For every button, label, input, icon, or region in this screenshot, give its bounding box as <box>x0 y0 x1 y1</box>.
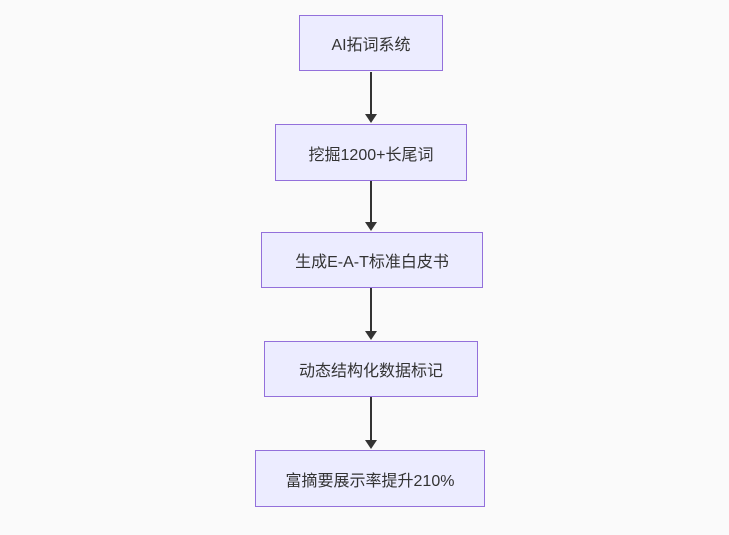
flowchart-arrow-3 <box>364 288 378 340</box>
node-label: 富摘要展示率提升210% <box>285 472 455 490</box>
flowchart-node-eat-whitepaper: 生成E-A-T标准白皮书 <box>261 232 483 288</box>
node-label: 生成E-A-T标准白皮书 <box>295 254 449 271</box>
arrow-line <box>370 397 372 440</box>
flowchart-node-longtail-keywords: 挖掘1200+长尾词 <box>275 124 467 181</box>
flowchart-arrow-4 <box>364 397 378 449</box>
node-label: 挖掘1200+长尾词 <box>308 146 434 164</box>
flowchart-arrow-1 <box>364 72 378 123</box>
arrow-head-icon <box>365 222 377 231</box>
node-label: 动态结构化数据标记 <box>298 363 443 380</box>
arrow-head-icon <box>365 331 377 340</box>
arrow-head-icon <box>365 114 377 123</box>
arrow-line <box>370 181 372 222</box>
arrow-line <box>370 72 372 114</box>
flowchart-node-structured-data-markup: 动态结构化数据标记 <box>264 341 478 397</box>
flowchart-arrow-2 <box>364 181 378 231</box>
node-label: AI拓词系统 <box>331 37 411 54</box>
arrow-head-icon <box>365 440 377 449</box>
flowchart-node-rich-snippet-rate: 富摘要展示率提升210% <box>255 450 485 507</box>
arrow-line <box>370 288 372 331</box>
flowchart-node-ai-word-expansion-system: AI拓词系统 <box>299 15 443 71</box>
